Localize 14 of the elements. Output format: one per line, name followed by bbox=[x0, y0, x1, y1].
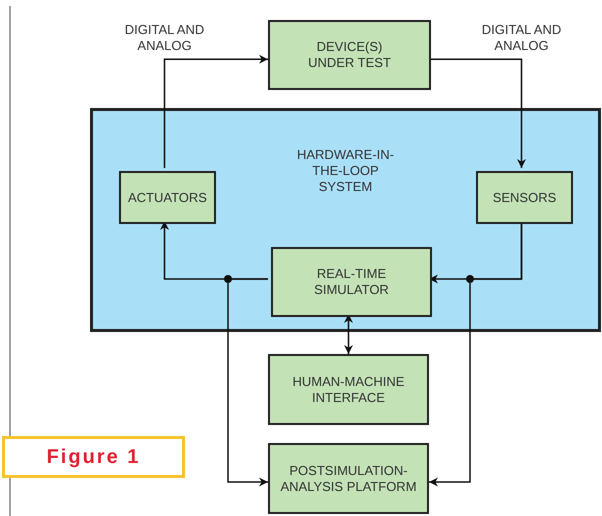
arrow bbox=[227, 278, 268, 487]
arrow bbox=[164, 54, 268, 168]
process-box: ACTUATORS bbox=[119, 171, 216, 224]
process-box: REAL-TIME SIMULATOR bbox=[271, 247, 432, 317]
figure-caption: Figure 1 bbox=[2, 436, 185, 478]
process-box: HUMAN-MACHINE INTERFACE bbox=[268, 354, 429, 425]
process-box: SENSORS bbox=[476, 171, 573, 224]
group-title: HARDWARE-IN-THE-LOOP SYSTEM bbox=[296, 147, 395, 195]
system-panel bbox=[90, 108, 601, 332]
arrow bbox=[344, 314, 353, 354]
process-box: DEVICE(S) UNDER TEST bbox=[268, 20, 431, 90]
process-box: POSTSIMULATION-ANALYSIS PLATFORM bbox=[268, 443, 429, 514]
arrow bbox=[429, 221, 522, 487]
arrow bbox=[431, 58, 526, 168]
